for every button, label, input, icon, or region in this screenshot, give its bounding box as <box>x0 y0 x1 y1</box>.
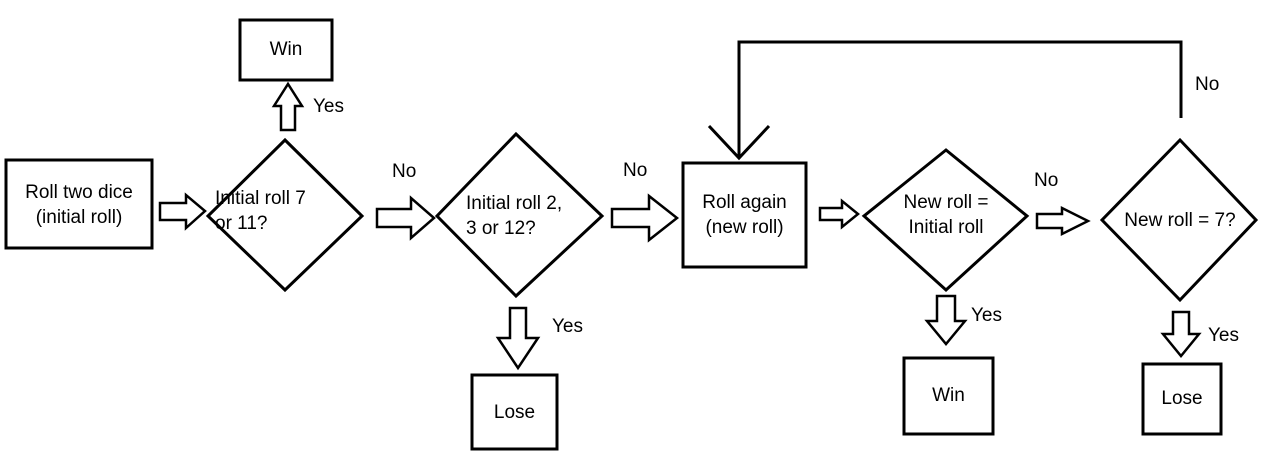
new-eq-initial-line-2: Initial roll <box>908 217 984 238</box>
loop-back-arrowhead <box>707 124 771 161</box>
win-bottom-label: Win <box>932 385 965 406</box>
roll-again-line-2: (new roll) <box>705 217 784 238</box>
initial-7-11-line-1: Initial roll 7 <box>215 188 306 209</box>
new-eq-7-label: New roll = 7? <box>1124 210 1236 231</box>
loop-back-line <box>737 40 1183 156</box>
edge-no-loop-back: No <box>1195 74 1220 95</box>
initial-7-11-line-2: or 11? <box>215 213 268 234</box>
arrow-to-new-eq-7 <box>1035 205 1091 237</box>
roll-two-dice-line-2: (initial roll) <box>35 207 123 228</box>
edge-no-to-roll-again: No <box>623 160 648 181</box>
roll-again-box <box>681 161 808 269</box>
lose-right-label: Lose <box>1161 388 1203 409</box>
arrow-to-roll-again <box>610 193 680 243</box>
arrow-to-2-3-12 <box>375 195 436 241</box>
new-eq-7-diamond <box>1099 137 1259 303</box>
roll-two-dice-box <box>4 158 154 250</box>
lose-mid-box <box>470 373 559 451</box>
arrow-to-win-bottom <box>924 294 968 346</box>
edge-no-to-new-7: No <box>1034 170 1059 191</box>
arrow-to-new-eq-initial <box>818 198 860 230</box>
new-eq-initial-diamond <box>861 148 1030 293</box>
initial-2-3-12-diamond <box>434 131 605 299</box>
lose-mid-label: Lose <box>493 402 536 423</box>
arrow-to-win-top <box>271 81 305 132</box>
initial-2-3-12-label: Initial roll 2, 3 or 12? <box>466 191 596 241</box>
arrow-to-7-11 <box>158 192 207 231</box>
initial-2-3-12-line-1: Initial roll 2, <box>466 193 563 214</box>
edge-yes-win-top: Yes <box>313 96 344 117</box>
roll-two-dice-label: Roll two dice (initial roll) <box>6 180 152 230</box>
roll-again-label: Roll again (new roll) <box>683 190 806 240</box>
edge-yes-win-bottom: Yes <box>971 305 1002 326</box>
edge-no-to-2-3-12: No <box>392 161 417 182</box>
new-eq-initial-label: New roll = Initial roll <box>881 190 1011 240</box>
lose-right-box <box>1141 362 1223 436</box>
edge-yes-lose-mid: Yes <box>552 316 583 337</box>
win-top-label: Win <box>269 39 303 60</box>
initial-7-11-diamond <box>205 137 365 293</box>
edge-yes-lose-right: Yes <box>1208 325 1239 346</box>
arrow-to-lose-right <box>1160 310 1202 358</box>
new-eq-initial-line-1: New roll = <box>903 192 989 213</box>
initial-2-3-12-line-2: 3 or 12? <box>466 218 536 239</box>
arrow-to-lose-mid <box>495 306 541 371</box>
initial-7-11-label: Initial roll 7 or 11? <box>215 186 357 236</box>
roll-again-line-1: Roll again <box>702 192 787 213</box>
win-top-box <box>238 18 334 82</box>
win-bottom-box <box>902 356 995 436</box>
roll-two-dice-line-1: Roll two dice <box>25 182 133 203</box>
